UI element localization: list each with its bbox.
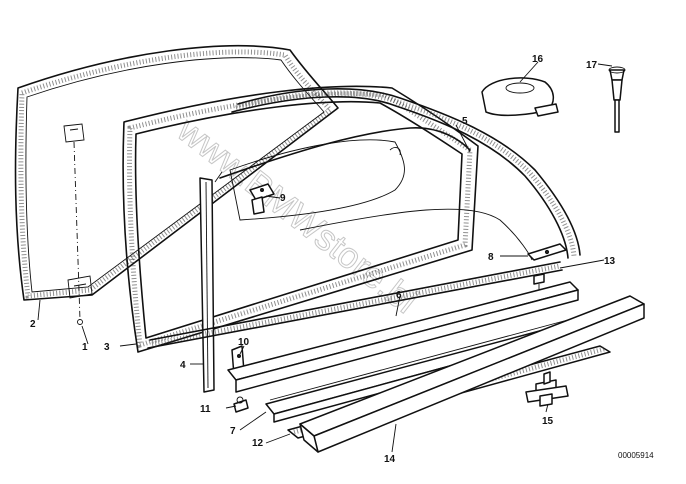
part-14-moulding [299, 295, 645, 453]
callout-17: 17 [586, 60, 598, 71]
callout-14: 14 [384, 454, 396, 465]
callout-13: 13 [604, 256, 616, 267]
part-5-roof-trim-strip [214, 88, 581, 261]
callout-5: 5 [462, 116, 468, 127]
callout-4: 4 [180, 360, 186, 371]
callout-15: 15 [542, 416, 554, 427]
callout-10: 10 [238, 337, 250, 348]
callout-6: 6 [396, 290, 402, 301]
callout-8: 8 [488, 252, 494, 263]
leader-lines [37, 61, 613, 453]
part-15-holder-clip [525, 371, 569, 407]
callout-12: 12 [252, 438, 264, 449]
part-4-pillar-trim [199, 177, 215, 393]
callout-11: 11 [200, 404, 211, 415]
callout-1: 1 [82, 342, 88, 353]
part-8-clip-bracket [527, 243, 567, 261]
callout-9: 9 [280, 193, 286, 204]
part-2-window-glass [14, 44, 339, 301]
callout-16: 16 [532, 54, 544, 65]
callout-3: 3 [104, 342, 110, 353]
part-6-sill-seal [147, 261, 563, 349]
part-16-cover-cap [481, 77, 559, 117]
catalog-number: 00005914 [618, 451, 654, 460]
part-11-clip [233, 396, 249, 413]
part-17-rivet [608, 66, 626, 133]
callout-2: 2 [30, 319, 36, 330]
callout-labels: 1 2 3 4 5 6 7 8 9 10 11 12 13 14 15 16 1… [30, 54, 616, 465]
callout-7: 7 [230, 426, 236, 437]
part-1-locating-pin [73, 141, 83, 325]
